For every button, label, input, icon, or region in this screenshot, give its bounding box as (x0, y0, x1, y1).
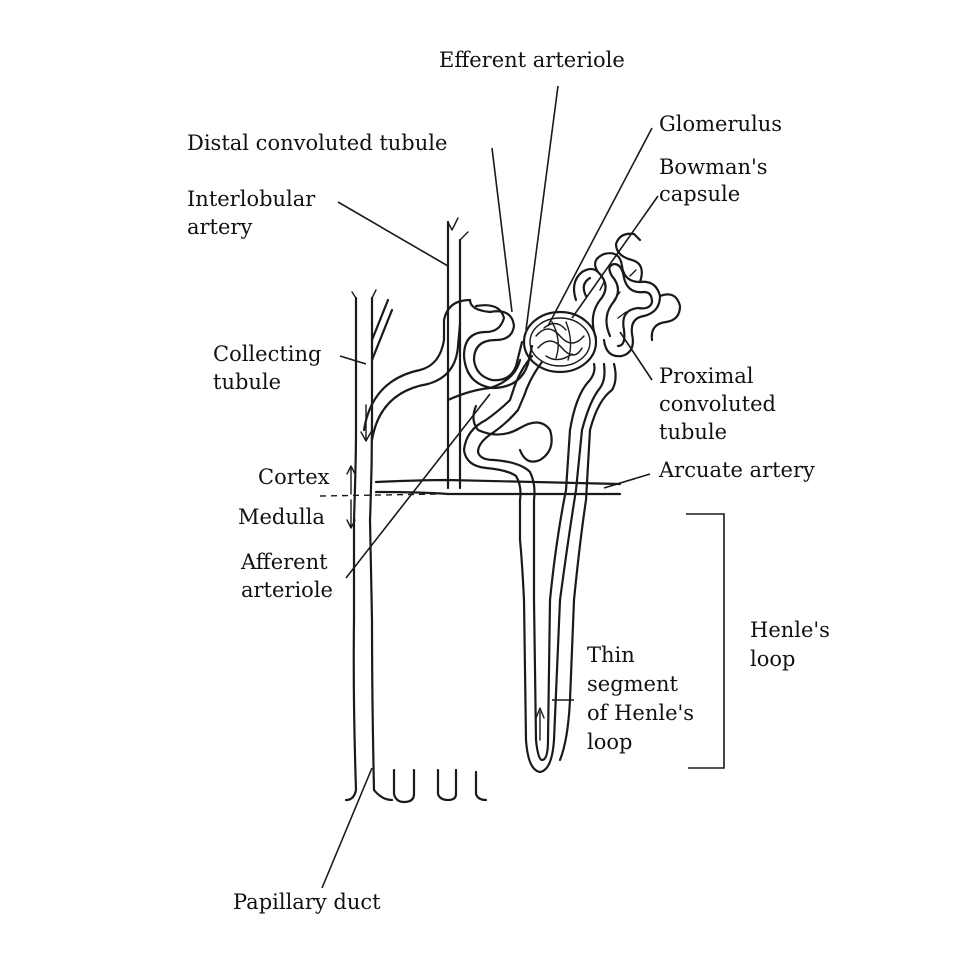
glomerulus-label: Glomerulus (659, 112, 782, 137)
distal-convoluted-tubule (464, 300, 532, 388)
henles-loop-label-line1: Henle's (750, 618, 830, 643)
proximal-convoluted-tubule-label-line3: tubule (659, 420, 727, 445)
collecting-duct (346, 290, 470, 800)
interlobular-artery-label-line2: artery (187, 215, 252, 240)
papillary-duct-label: Papillary duct (233, 890, 381, 915)
henles-loop-label-line2: loop (750, 647, 795, 672)
afferent-arteriole-label-line2: arteriole (241, 578, 333, 603)
bowmans-capsule-label-line1: Bowman's (659, 155, 768, 180)
proximal-convoluted-tubule-label-line1: Proximal (659, 364, 754, 389)
medulla-label: Medulla (238, 505, 325, 530)
interlobular-artery-label-line1: Interlobular (187, 187, 315, 212)
cortex-label: Cortex (258, 465, 329, 490)
distal-convoluted-tubule-label: Distal convoluted tubule (187, 131, 447, 156)
collecting-tubule-label-line2: tubule (213, 370, 281, 395)
henles-loop-bracket (686, 514, 724, 768)
thin-segment-label-line4: loop (587, 730, 632, 755)
interlobular-artery (448, 218, 520, 488)
leader-lines (322, 86, 658, 888)
glomerulus (524, 312, 596, 372)
afferent-arteriole-label-line1: Afferent (241, 550, 328, 575)
thin-segment-label-line2: segment (587, 672, 678, 697)
collecting-tubule-label-line1: Collecting (213, 342, 321, 367)
thin-segment-label-line3: of Henle's (587, 701, 694, 726)
efferent-arteriole-label: Efferent arteriole (439, 48, 625, 73)
papillary-openings (394, 770, 486, 802)
proximal-convoluted-tubule-label-line2: convoluted (659, 392, 776, 417)
thin-segment-label-line1: Thin (587, 643, 635, 668)
bowmans-capsule-label-line2: capsule (659, 182, 740, 207)
arcuate-artery-label: Arcuate artery (659, 458, 815, 483)
cortex-medulla-boundary (320, 494, 440, 496)
